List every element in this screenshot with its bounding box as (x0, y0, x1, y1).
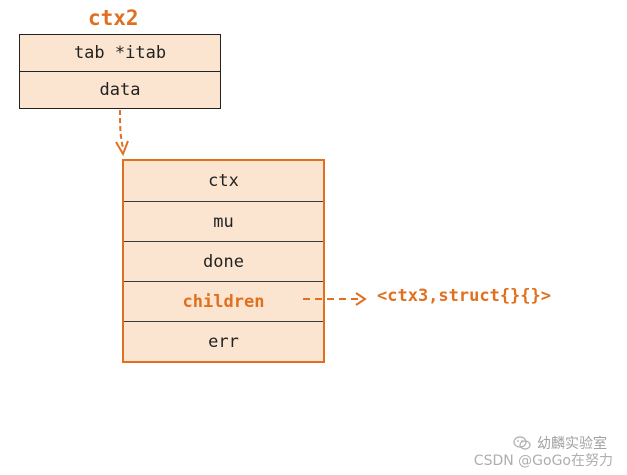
field-tab: tab *itab (73, 43, 167, 63)
field-mu: mu (124, 201, 323, 241)
field-err: err (124, 321, 323, 361)
field-children: children (124, 281, 323, 321)
struct-title: ctx2 (88, 6, 139, 30)
wechat-icon (513, 436, 531, 450)
csdn-watermark: CSDN @GoGo在努力 (473, 453, 613, 469)
wechat-watermark: 幼麟实验室 (513, 433, 607, 453)
field-ctx: ctx (208, 171, 239, 191)
interface-struct-box: tab *itab data (19, 34, 221, 109)
data-pointer-arrowhead (115, 140, 129, 157)
field-data: data (20, 71, 220, 107)
data-pointer-arrow (119, 109, 124, 149)
children-map-entry: <ctx3,struct{}{}> (377, 286, 551, 306)
field-done: done (124, 241, 323, 281)
children-arrowhead (355, 292, 367, 306)
wechat-account-name: 幼麟实验室 (537, 436, 607, 452)
cancel-ctx-struct-box: ctx mu done children err (122, 159, 325, 363)
